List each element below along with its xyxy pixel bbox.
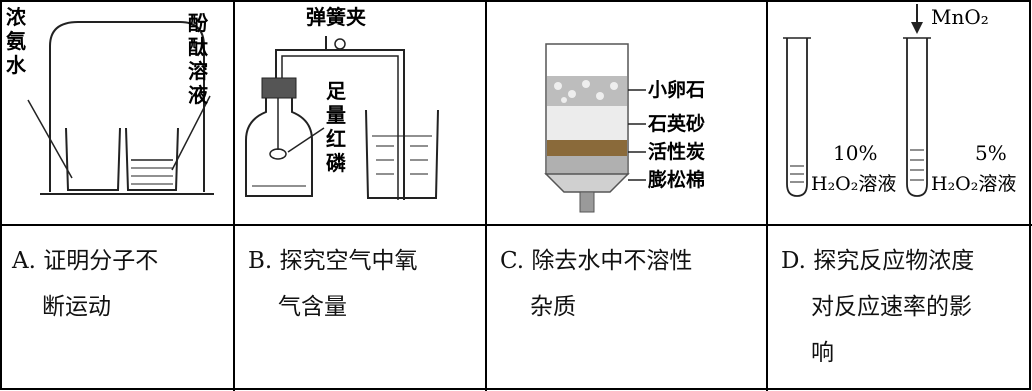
caption-b: B. 探究空气中氧 气含量 <box>236 225 486 391</box>
test-tube-right <box>906 38 928 197</box>
test-tube-left <box>786 38 808 197</box>
caption-b-line2: 气含量 <box>278 294 347 320</box>
caption-a-line1: A. 证明分子不 <box>12 248 159 274</box>
label-phosphorus-1: 足 <box>326 79 347 103</box>
oxygen-content-diagram: 弹簧夹 足 量 红 磷 <box>245 5 439 200</box>
caption-a: A. 证明分子不 断运动 <box>0 225 234 391</box>
panel-b-figure: 弹簧夹 足 量 红 磷 <box>236 0 484 225</box>
reaction-rate-diagram: MnO₂ 10% H₂O₂溶液 5% H₂O₂溶液 <box>783 4 1016 197</box>
sand-layer <box>547 106 627 140</box>
label-ammonia-2: 氨 <box>6 29 26 53</box>
label-phenol-3: 溶 <box>188 59 208 83</box>
caption-d: D. 探究反应物浓度 对反应速率的影 响 <box>769 225 1032 391</box>
caption-d-line1: D. 探究反应物浓度 <box>781 248 975 274</box>
label-phenol-4: 液 <box>188 83 209 107</box>
label-phosphorus-4: 磷 <box>326 151 346 175</box>
phenolphthalein-beaker <box>125 127 179 191</box>
label-pebbles: 小卵石 <box>648 78 705 101</box>
caption-c-line1: C. 除去水中不溶性 <box>500 248 693 274</box>
label-5-percent: 5% <box>975 141 1007 165</box>
water-beaker <box>365 109 439 199</box>
cotton-layer <box>547 156 627 174</box>
label-phosphorus-3: 红 <box>326 127 346 151</box>
carbon-layer <box>547 140 627 156</box>
label-mno2: MnO₂ <box>931 5 989 29</box>
label-10-percent: 10% <box>833 141 877 165</box>
stopper <box>261 77 297 99</box>
panel-a-figure: 浓 氨 水 酚 酞 溶 液 <box>0 0 234 225</box>
connecting-tube <box>275 36 405 200</box>
label-ammonia-1: 浓 <box>6 5 27 29</box>
ammonia-beaker <box>65 127 121 191</box>
label-carbon: 活性炭 <box>648 140 705 163</box>
caption-d-line3: 响 <box>811 340 834 366</box>
panel-d-figure: MnO₂ 10% H₂O₂溶液 5% H₂O₂溶液 <box>769 0 1031 225</box>
label-phenol-1: 酚 <box>188 11 209 35</box>
spring-clamp <box>334 38 346 50</box>
label-sand: 石英砂 <box>647 112 705 135</box>
label-clamp: 弹簧夹 <box>306 5 366 29</box>
caption-a-line2: 断运动 <box>42 294 111 320</box>
label-phenol-2: 酞 <box>188 35 208 59</box>
caption-c: C. 除去水中不溶性 杂质 <box>488 225 767 391</box>
label-cotton: 膨松棉 <box>647 168 705 191</box>
label-right-h2o2: H₂O₂溶液 <box>931 173 1016 195</box>
caption-c-line2: 杂质 <box>530 294 576 320</box>
water-filter-diagram: 小卵石 石英砂 活性炭 膨松棉 <box>544 43 705 213</box>
bell-jar <box>49 21 205 192</box>
caption-d-line2: 对反应速率的影 <box>811 294 972 320</box>
label-phosphorus-2: 量 <box>326 103 346 127</box>
label-ammonia-3: 水 <box>6 53 27 77</box>
caption-b-line1: B. 探究空气中氧 <box>248 248 418 274</box>
gas-bottle <box>245 98 313 197</box>
combustion-spoon <box>269 148 287 160</box>
molecule-motion-diagram: 浓 氨 水 酚 酞 溶 液 <box>6 5 214 195</box>
panel-c-figure: 小卵石 石英砂 活性炭 膨松棉 <box>488 0 765 225</box>
label-left-h2o2: H₂O₂溶液 <box>811 173 896 195</box>
